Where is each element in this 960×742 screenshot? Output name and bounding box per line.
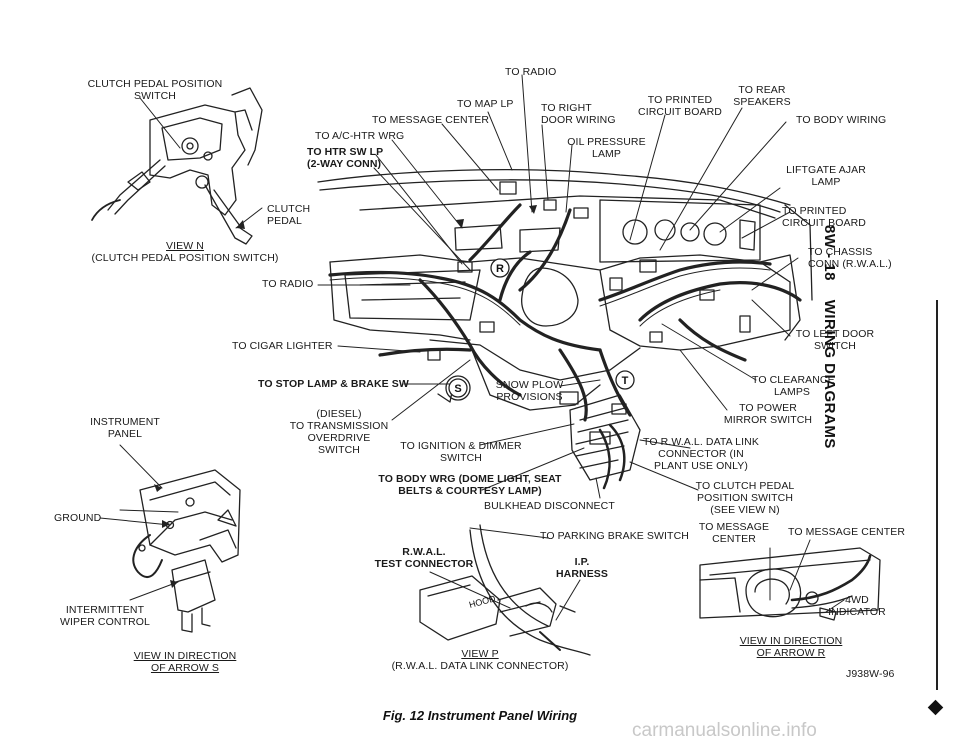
- label-to-body-wrg-dome: TO BODY WRG (DOME LIGHT, SEAT BELTS & CO…: [378, 473, 562, 497]
- view-r-title-line1: VIEW IN DIRECTION: [739, 635, 843, 647]
- label-to-stop-lamp-brake-sw: TO STOP LAMP & BRAKE SW: [258, 378, 409, 390]
- marker-s-label: S: [454, 383, 461, 395]
- figure-code: J938W-96: [846, 668, 895, 680]
- label-rwal-test-connector: R.W.A.L. TEST CONNECTOR: [374, 546, 474, 570]
- view-p-illustration: [419, 524, 591, 656]
- dashboard-illustration: [317, 169, 813, 411]
- label-to-clutch-pedal-position-switch: TO CLUTCH PEDAL POSITION SWITCH (SEE VIE…: [695, 480, 795, 516]
- view-p-title: VIEW P: [461, 648, 499, 660]
- view-r-title-line2: OF ARROW R: [756, 647, 826, 659]
- label-instrument-panel: INSTRUMENT PANEL: [90, 416, 160, 440]
- label-to-right-door-wiring: TO RIGHT DOOR WIRING: [541, 102, 616, 126]
- label-liftgate-ajar-lamp: LIFTGATE AJAR LAMP: [786, 164, 866, 188]
- view-r-illustration: [699, 547, 881, 621]
- label-snow-plow-provisions: SNOW PLOW PROVISIONS: [495, 379, 564, 403]
- marker-t-label: T: [622, 375, 629, 387]
- watermark: carmanualsonline.info: [632, 720, 817, 741]
- hood-connector-text: HOOD: [468, 593, 497, 610]
- marker-r-label: R: [496, 263, 504, 275]
- label-to-map-lp: TO MAP LP: [457, 98, 514, 110]
- label-to-ignition-dimmer-switch: TO IGNITION & DIMMER SWITCH: [400, 440, 522, 464]
- connectors: [427, 181, 751, 445]
- label-to-parking-brake-switch: TO PARKING BRAKE SWITCH: [540, 530, 689, 542]
- label-to-chassis-conn: TO CHASSIS CONN (R.W.A.L.): [808, 246, 892, 270]
- label-to-rwal-data-link: TO R.W.A.L. DATA LINK CONNECTOR (IN PLAN…: [643, 436, 759, 472]
- view-n-subtitle: (CLUTCH PEDAL POSITION SWITCH): [91, 252, 279, 264]
- label-4wd-indicator: 4WD INDICATOR: [828, 594, 886, 618]
- label-to-printed-circuit-board-top: TO PRINTED CIRCUIT BOARD: [638, 94, 722, 118]
- label-to-message-center-r2: TO MESSAGE CENTER: [788, 526, 906, 538]
- view-s-title-line1: VIEW IN DIRECTION: [133, 650, 237, 662]
- label-ground: GROUND: [54, 512, 102, 524]
- label-oil-pressure-lamp: OIL PRESSURE LAMP: [567, 136, 646, 160]
- view-n-illustration: [91, 87, 263, 245]
- label-to-cigar-lighter: TO CIGAR LIGHTER: [232, 340, 333, 352]
- view-n-title: VIEW N: [166, 240, 204, 252]
- label-to-left-door-switch: TO LEFT DOOR SWITCH: [795, 328, 875, 352]
- view-s-title-line2: OF ARROW S: [150, 662, 220, 674]
- leader-lines: [99, 74, 845, 621]
- label-to-clearance-lamps: TO CLEARANCE LAMPS: [752, 374, 835, 398]
- figure-caption: Fig. 12 Instrument Panel Wiring: [382, 708, 578, 723]
- page-section: 8W - 18: [821, 225, 838, 282]
- view-p-subtitle: (R.W.A.L. DATA LINK CONNECTOR): [391, 660, 569, 672]
- label-to-power-mirror-switch: TO POWER MIRROR SWITCH: [723, 402, 813, 426]
- label-to-message-center-r1: TO MESSAGE CENTER: [698, 521, 770, 545]
- arrow-heads: [154, 205, 537, 588]
- snow-plow-provisions-illustration: [437, 375, 471, 403]
- marker-r: R: [490, 258, 510, 278]
- header-rule: [936, 300, 938, 690]
- label-intermittent-wiper-control: INTERMITTENT WIPER CONTROL: [60, 604, 150, 628]
- bulkhead-disconnect-illustration: [569, 394, 641, 490]
- wiring-harness: [328, 203, 802, 422]
- label-to-radio-left: TO RADIO: [262, 278, 314, 290]
- label-to-message-center-top: TO MESSAGE CENTER: [372, 114, 490, 126]
- label-to-htr-sw-lp: TO HTR SW LP (2-WAY CONN): [307, 146, 384, 170]
- page-title: WIRING DIAGRAMS: [821, 299, 838, 449]
- label-ip-harness: I.P. HARNESS: [555, 556, 609, 580]
- label-diesel-transmission: (DIESEL) TO TRANSMISSION OVERDRIVE SWITC…: [289, 408, 389, 456]
- marker-t: T: [615, 370, 635, 390]
- label-clutch-pedal: CLUTCH PEDAL: [267, 203, 311, 227]
- label-bulkhead-disconnect: BULKHEAD DISCONNECT: [484, 500, 615, 512]
- marker-s: S: [448, 378, 468, 398]
- label-clutch-pedal-position-switch: CLUTCH PEDAL POSITION SWITCH: [87, 78, 223, 102]
- label-to-ac-htr-wrg: TO A/C-HTR WRG: [315, 130, 405, 142]
- label-to-rear-speakers: TO REAR SPEAKERS: [733, 84, 791, 108]
- label-to-body-wiring: TO BODY WIRING: [796, 114, 887, 126]
- label-to-printed-circuit-board-right: TO PRINTED CIRCUIT BOARD: [782, 205, 866, 229]
- label-to-radio-top: TO RADIO: [505, 66, 557, 78]
- page-header: 8W - 18 WIRING DIAGRAMS: [821, 225, 838, 485]
- wiring-harness-detail: [329, 267, 771, 351]
